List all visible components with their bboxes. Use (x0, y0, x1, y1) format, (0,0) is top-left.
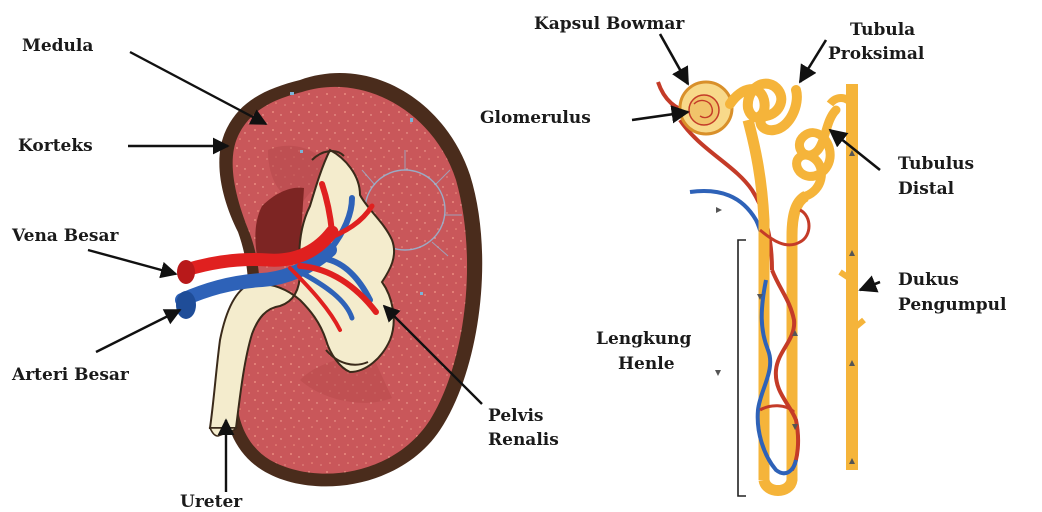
label-arteri-besar: Arteri Besar (12, 363, 129, 387)
renal-artery-stump (177, 260, 195, 284)
kidney-section (176, 73, 482, 486)
label-dukus-line2: Pengumpul (898, 293, 1006, 317)
label-lengkung-line2: Henle (618, 352, 675, 376)
distal-tubule (797, 110, 836, 196)
venule (690, 191, 766, 280)
label-tubula-line2: Proksimal (828, 42, 924, 66)
label-ureter: Ureter (180, 490, 242, 512)
leader-glomerulus (632, 112, 688, 120)
label-korteks: Korteks (18, 134, 93, 158)
collecting-side-branch (830, 98, 852, 104)
label-tubulus-line2: Distal (898, 177, 954, 201)
leader-arteri-besar (96, 310, 180, 352)
proximal-tubule (730, 84, 797, 131)
leader-medula (130, 52, 266, 124)
label-glomerulus: Glomerulus (480, 106, 591, 130)
label-vena-besar: Vena Besar (12, 224, 118, 248)
label-medula: Medula (22, 34, 93, 58)
henle-bracket (738, 240, 746, 496)
nephron (658, 82, 864, 496)
label-lengkung-line1: Lengkung (596, 327, 691, 351)
renal-vein-stump (176, 291, 196, 319)
leader-vena-besar (88, 250, 176, 274)
label-tubula-line1: Tubula (850, 18, 915, 42)
label-tubulus-line1: Tubulus (898, 152, 974, 176)
leader-dukus-pengumpul (860, 282, 880, 290)
leader-tubula-proksimal (800, 40, 826, 82)
label-pelvis-line1: Pelvis (488, 404, 544, 428)
leader-kapsul-bowman (660, 34, 688, 84)
label-dukus-line1: Dukus (898, 268, 959, 292)
label-kapsul-bowman: Kapsul Bowmar (534, 12, 712, 36)
label-pelvis-line2: Renalis (488, 428, 559, 452)
glomerulus (689, 95, 719, 125)
